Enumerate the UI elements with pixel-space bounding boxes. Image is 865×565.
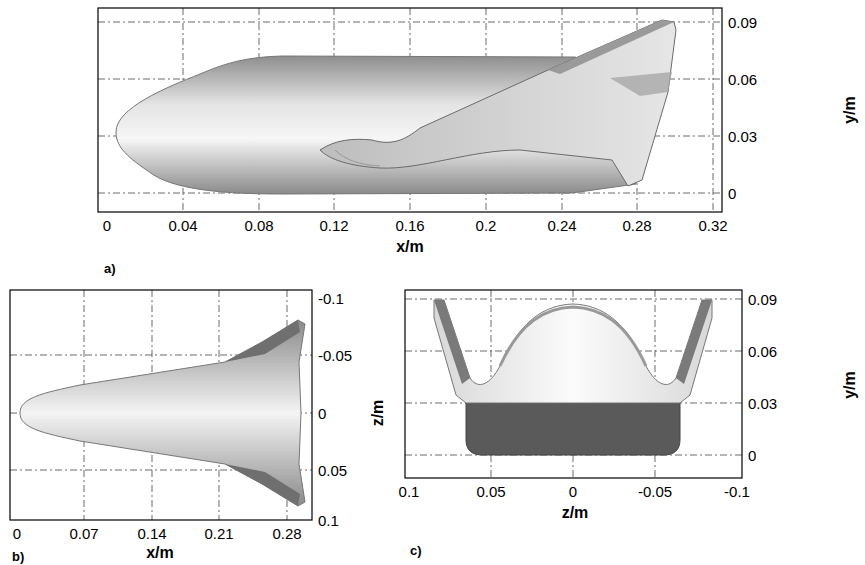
tick-label: 0.16 [395,218,424,233]
tick-label: 0.21 [204,526,233,541]
tick-label: 0.09 [728,15,757,30]
tick-label: 0.28 [622,218,651,233]
panel-letter: b) [12,550,24,563]
axis-title: y/m [842,371,858,399]
tick-label: 0.09 [748,292,777,307]
tick-label: 0.2 [476,218,497,233]
axis-title: z/m [562,505,589,521]
grid-lines [10,290,312,520]
tick-label: 0.07 [69,526,98,541]
plot-frame [10,290,312,520]
tick-label: 0.1 [318,513,339,528]
tick-label: 0 [728,186,736,201]
tick-label: -0.05 [638,484,672,499]
tick-label: 0.28 [272,526,301,541]
tick-label: 0.06 [728,72,757,87]
panel-letter: a) [104,262,116,275]
front-view [434,300,712,455]
panel-letter: c) [410,544,422,557]
tick-label: 0.06 [748,344,777,359]
plot-frame [98,8,722,212]
tick-label: 0.05 [476,484,505,499]
tick-label: 0 [13,526,21,541]
axis-title: x/m [146,545,174,561]
grid-lines [405,290,742,478]
tick-label: 0.32 [698,218,727,233]
axis-title: z/m [370,400,386,427]
tick-label: 0.05 [318,463,347,478]
tick-label: 0.03 [748,396,777,411]
tick-label: 0.14 [137,526,166,541]
tick-label: 0 [748,448,756,463]
plot-frame [405,290,742,478]
tick-label: 0.1 [399,484,420,499]
tick-label: -0.1 [724,484,750,499]
top-view [20,320,305,506]
tick-label: 0 [569,484,577,499]
tick-label: 0.03 [728,129,757,144]
tick-label: 0.04 [168,218,197,233]
axis-title: x/m [396,239,424,255]
tick-label: -0.1 [318,291,344,306]
axis-title: y/m [842,96,858,124]
tick-label: 0.08 [244,218,273,233]
tick-label: 0.24 [547,218,576,233]
tick-label: 0 [318,406,326,421]
tick-label: 0.12 [319,218,348,233]
side-view [116,20,676,194]
tick-label: 0 [103,218,111,233]
grid-lines [98,8,722,212]
tick-label: -0.05 [318,348,352,363]
